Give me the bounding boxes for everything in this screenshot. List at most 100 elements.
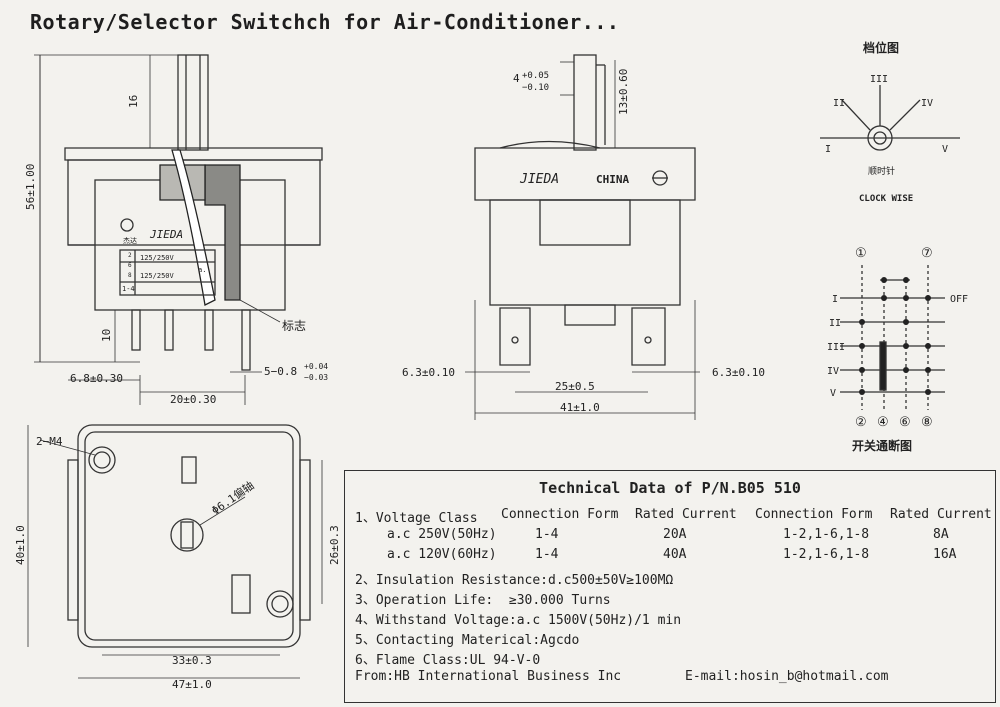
switch-row-4: IV [827, 366, 839, 377]
shaft [177, 54, 209, 151]
front-dim-terminal-tol-bottom: −0.03 [304, 373, 328, 382]
side-origin: CHINA [596, 173, 629, 186]
front-dim-height: 56±1.00 [24, 164, 37, 210]
tech-from: From:HB International Business Inc [355, 669, 622, 684]
tech-r2-rated2: 16A [933, 547, 957, 562]
terminal-top-7: ⑦ [921, 246, 933, 261]
bottom-dim-height: 40±1.0 [14, 525, 27, 565]
tech-r2-volt: a.c 120V(60Hz) [387, 547, 497, 562]
front-brand: JIEDA [149, 228, 183, 241]
tech-withstand-voltage: 4、Withstand Voltage:a.c 1500V(50Hz)/1 mi… [355, 613, 682, 628]
front-pin-8: 8 [128, 272, 132, 279]
tech-email[interactable]: E-mail:hosin_b@hotmail.com [685, 669, 889, 684]
tech-r1-conn1: 1-4 [535, 527, 559, 542]
contact-dots [859, 277, 931, 395]
front-pin-2: 2 [128, 252, 132, 259]
terminal [131, 309, 141, 351]
front-dim-left: 6.8±0.30 [70, 372, 123, 385]
top-section [474, 147, 696, 201]
switch-row-3: III [827, 342, 845, 353]
switch-off-label: OFF [950, 294, 968, 305]
bottom-view [27, 424, 323, 679]
mount-hole [88, 446, 116, 474]
front-label-pins: 1-4 [122, 285, 135, 293]
terminal-top-1: ① [855, 246, 867, 261]
terminal-bottom-6: ⑥ [899, 415, 911, 430]
page-title: Rotary/Selector Switchch for Air-Conditi… [30, 10, 620, 34]
side-dim-tab-left: 6.3±0.10 [402, 366, 455, 379]
terminal [204, 309, 214, 351]
side-dim-spacing: 25±0.5 [555, 380, 595, 393]
switch-row-1: I [832, 294, 838, 305]
positions-title: 档位图 [863, 40, 899, 55]
front-dim-terminal: 5−0.8 [264, 365, 297, 378]
front-view [34, 54, 323, 405]
bottom-dim-inner-height: 26±0.3 [328, 525, 341, 565]
tech-operation-life: 3、Operation Life: ≥30.000 Turns [355, 593, 611, 608]
direction-cn: 顺时针 [868, 165, 895, 177]
side-dim-shaft-tol-top: +0.05 [522, 71, 549, 81]
front-brand-cn: 杰达 [123, 236, 137, 245]
tech-r1-volt: a.c 250V(50Hz) [387, 527, 497, 542]
terminal-tab [631, 307, 666, 366]
bottom-dim-width: 47±1.0 [172, 678, 212, 691]
side-dim-width: 41±1.0 [560, 401, 600, 414]
tech-header-rated-2: Rated Current [890, 507, 992, 522]
side-dim-shaft-tol-bottom: −0.10 [522, 83, 549, 93]
front-dim-terminal-tol-top: +0.04 [304, 362, 328, 371]
shaft-hole [170, 518, 204, 552]
contact-bar [879, 341, 887, 391]
tech-insulation: 2、Insulation Resistance:d.c500±50V≥100MΩ [355, 573, 674, 588]
tech-r2-rated1: 40A [663, 547, 687, 562]
shaft [573, 54, 597, 151]
switch-row-2: II [829, 318, 841, 329]
front-dim-pin: 10 [100, 329, 113, 342]
direction-label: CLOCK WISE [859, 194, 913, 204]
pos-label-4: IV [921, 98, 933, 109]
front-pin-6: 6 [128, 262, 132, 269]
tech-r2-conn2: 1-2,1-6,1-8 [783, 547, 870, 562]
terminal-bottom-8: ⑧ [921, 415, 933, 430]
top-flange [64, 147, 323, 161]
pos-label-2: II [833, 98, 845, 109]
front-dim-width: 20±0.30 [170, 393, 216, 406]
housing-outline [77, 424, 301, 648]
tech-title: Technical Data of P/N.B05 510 [539, 479, 801, 497]
switching-diagram [840, 265, 945, 410]
position-diagram [820, 85, 960, 151]
tech-header-rated-1: Rated Current [635, 507, 737, 522]
bottom-dim-shaft: Φ6.1偏轴 [209, 478, 257, 517]
mount-hole [266, 590, 294, 618]
terminal-bottom-2: ② [855, 415, 867, 430]
tech-contact-material: 5、Contacting Materical:Agcdo [355, 633, 580, 648]
bottom-dim-inner-width: 33±0.3 [172, 654, 212, 667]
front-rating-2: 125/250V [140, 272, 175, 280]
tech-r1-conn2: 1-2,1-6,1-8 [783, 527, 870, 542]
front-label-a: a. [198, 266, 206, 274]
front-rating-1: 125/250V [140, 254, 175, 262]
technical-data-box: Technical Data of P/N.B05 510 1、Voltage … [344, 470, 996, 703]
side-view [465, 54, 700, 420]
tech-r2-conn1: 1-4 [535, 547, 559, 562]
terminal-tab [499, 307, 531, 366]
switch-row-5: V [830, 388, 836, 399]
side-dim-tab-right: 6.3±0.10 [712, 366, 765, 379]
front-marker: 标志 [282, 319, 306, 333]
tech-voltage-label: 1、Voltage Class [355, 511, 478, 526]
bottom-dim-holes: 2−M4 [36, 435, 63, 448]
side-dim-shaft-w: 4 [513, 72, 520, 85]
terminal [241, 309, 251, 371]
terminal-bottom-4: ④ [877, 415, 889, 430]
hatched-section [204, 164, 241, 301]
terminal [164, 309, 174, 351]
side-brand: JIEDA [519, 172, 559, 187]
tech-header-conn-2: Connection Form [755, 507, 873, 522]
pos-label-5: V [942, 144, 948, 155]
tech-r1-rated1: 20A [663, 527, 687, 542]
tech-header-conn-1: Connection Form [501, 507, 619, 522]
tech-r1-rated2: 8A [933, 527, 949, 542]
switching-title: 开关通断图 [852, 438, 912, 453]
body [489, 199, 681, 306]
